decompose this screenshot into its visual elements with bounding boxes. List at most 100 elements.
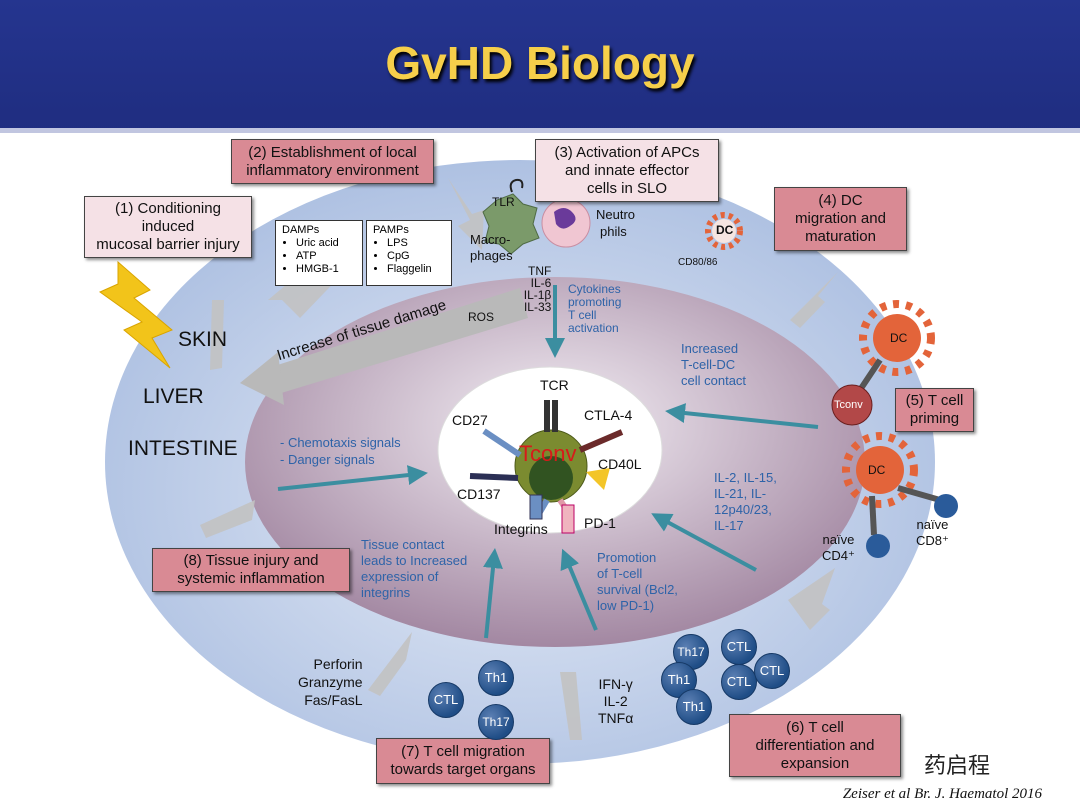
chemotaxis-line2: - Danger signals — [280, 452, 375, 467]
organ-skin: SKIN — [178, 328, 228, 351]
step5-box: (5) T cell priming — [895, 388, 974, 432]
ctl-cell: CTL — [754, 653, 790, 689]
arrow-tissue-contact — [483, 548, 503, 639]
organ-intestine: INTESTINE — [128, 437, 238, 460]
title-banner — [0, 0, 1080, 133]
neutrophil-label-1: Neutro — [596, 207, 636, 222]
damps-item: ATP — [296, 250, 356, 263]
step1-line1: (1) Conditioning — [115, 200, 221, 217]
naive-cd8-label: naïve CD8⁺ — [916, 517, 949, 549]
step6-box: (6) T cell differentiation and expansion — [729, 714, 901, 777]
il-line1: IL-2, IL-15, — [714, 470, 777, 485]
tc-line2: leads to Increased — [361, 553, 468, 568]
tissue-damage-band — [268, 288, 528, 394]
neutrophil-label: Neutro phils — [596, 206, 635, 240]
pamps-title: PAMPs — [373, 224, 409, 236]
step8-line1: (8) Tissue injury and — [183, 552, 319, 569]
ifn-label: IFN-γ IL-2 TNFα — [598, 676, 633, 727]
tc-line4: integrins — [361, 585, 411, 600]
step8-box: (8) Tissue injury and systemic inflammat… — [152, 548, 350, 592]
step6-line3: expansion — [780, 754, 850, 772]
arrow-promotion — [560, 548, 598, 631]
step2-line1: (2) Establishment of local — [248, 143, 417, 161]
tcr-label: TCR — [540, 377, 569, 393]
chemotaxis-line1: - Chemotaxis signals — [280, 435, 401, 450]
cytokine-tnf: TNF — [528, 264, 552, 278]
il-line4: IL-17 — [714, 518, 744, 533]
increased-contact-label: Increased T-cell-DC cell contact — [681, 341, 746, 389]
step4-line3: maturation — [805, 228, 876, 245]
banner-divider — [0, 128, 1080, 133]
il-line2: IL-21, IL- — [714, 486, 767, 501]
step4-box: (4) DC migration and maturation — [774, 187, 907, 251]
ros-label: ROS — [468, 310, 495, 324]
step3-line1: (3) Activation of APCs — [554, 143, 700, 161]
pr-line4: low PD-1) — [597, 598, 655, 613]
step5-line1: (5) T cell — [905, 392, 964, 409]
perforin-line2: Granzyme — [298, 674, 363, 690]
cytokine-il1b: IL-1β — [523, 288, 552, 302]
integrins-label: Integrins — [494, 521, 548, 537]
arrow-il — [651, 513, 757, 572]
cd4-line1: naïve — [822, 532, 855, 547]
th1-cell: Th1 — [676, 689, 712, 725]
th1-cell: Th1 — [478, 660, 514, 696]
step2-line2: inflammatory environment — [246, 161, 419, 179]
tc-line3: expression of — [361, 569, 439, 584]
step7-line1: (7) T cell migration — [401, 743, 525, 760]
pd1-receptor — [561, 504, 575, 534]
step3-box: (3) Activation of APCs and innate effect… — [535, 139, 719, 202]
tconv-label: Tconv — [519, 441, 577, 466]
tlr-hook — [509, 178, 524, 193]
perforin-label: Perforin Granzyme Fas/FasL — [298, 655, 363, 709]
cp-line1: Cytokines — [568, 282, 621, 296]
cytokine-il6: IL-6 — [530, 276, 552, 290]
pamps-item: Flaggelin — [387, 263, 445, 276]
interleukin-label: IL-2, IL-15, IL-21, IL- 12p40/23, IL-17 — [714, 470, 777, 534]
damps-item: HMGB-1 — [296, 263, 356, 276]
macrophage-label: Macro- phages — [470, 232, 513, 264]
neutrophil-label-2: phils — [600, 224, 627, 239]
diagram-graphics — [98, 160, 958, 764]
arrow-dc-contact — [665, 403, 819, 429]
macrophage-cell — [482, 193, 540, 255]
ic-line3: cell contact — [681, 373, 747, 388]
th17-cell: Th17 — [478, 704, 514, 740]
ctl-cell: CTL — [721, 664, 757, 700]
tc-line1: Tissue contact — [361, 537, 445, 552]
dc-label-step4: DC — [716, 223, 734, 237]
dc-cell-naive — [842, 432, 958, 558]
dc-cell-step5 — [831, 300, 935, 426]
lightning-bolt — [98, 260, 173, 369]
tconv-small-label: Tconv — [834, 399, 863, 411]
perforin-line1: Perforin — [313, 656, 363, 672]
ic-line1: Increased — [681, 341, 739, 356]
pamps-item: CpG — [387, 250, 445, 263]
ifn-line2: IL-2 — [603, 693, 628, 709]
tconv-nucleus — [529, 456, 573, 500]
il-line3: 12p40/23, — [714, 502, 772, 517]
perforin-line3: Fas/FasL — [304, 692, 363, 708]
step2-box: (2) Establishment of local inflammatory … — [231, 139, 434, 184]
macrophage-label-1: Macro- — [470, 232, 511, 247]
step7-line2: towards target organs — [390, 761, 536, 778]
ifn-line3: TNFα — [598, 710, 634, 726]
cd40l-label: CD40L — [598, 456, 642, 472]
watermark: 药启程 — [924, 753, 991, 778]
promotion-label: Promotion of T-cell survival (Bcl2, low … — [597, 550, 678, 614]
cp-line3: T cell — [568, 308, 597, 322]
integrin-receptor — [529, 494, 543, 520]
step6-line1: (6) T cell — [786, 718, 844, 736]
damps-item: Uric acid — [296, 237, 356, 250]
cd8-line1: naïve — [916, 517, 949, 532]
cd80-label: CD80/86 — [678, 257, 718, 268]
citation: Zeiser et al Br. J. Haematol 2016 — [842, 786, 1042, 802]
naive-cd4-label: naïve CD4⁺ — [822, 532, 855, 564]
damps-box: DAMPs Uric acid ATP HMGB-1 — [275, 220, 363, 286]
damps-title: DAMPs — [282, 224, 320, 236]
step6-line2: differentiation and — [755, 736, 875, 754]
organ-liver: LIVER — [143, 385, 204, 408]
step3-line2: and innate effector — [565, 161, 689, 179]
step3-line3: cells in SLO — [586, 179, 668, 197]
neutrophil-nucleus — [554, 208, 576, 229]
